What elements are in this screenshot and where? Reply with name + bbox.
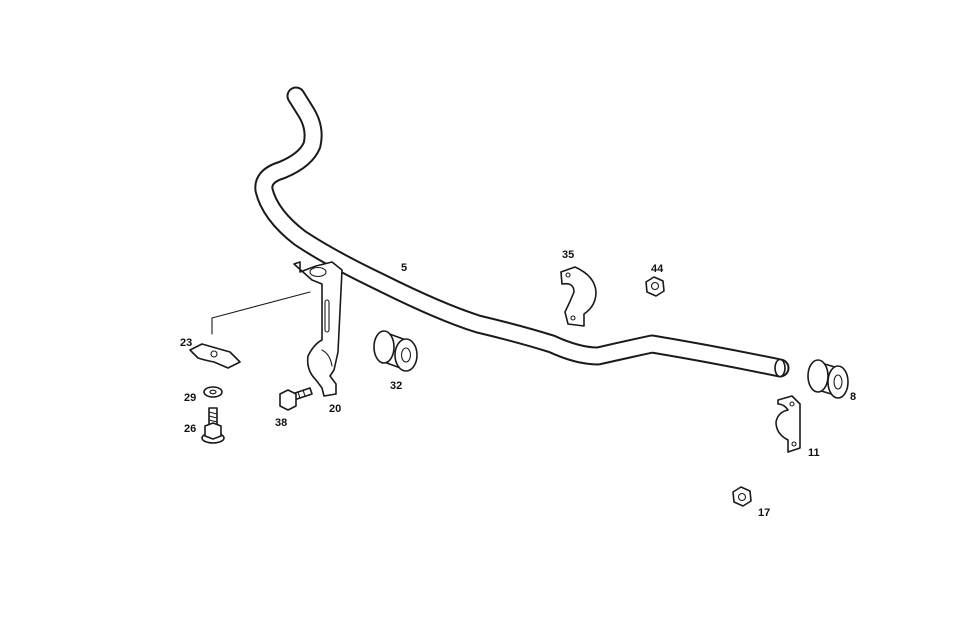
bushing-left [373, 330, 418, 372]
nut-top [645, 276, 665, 297]
hex-bolt [279, 387, 313, 411]
clamp-right [775, 395, 801, 453]
label-washer: 29 [184, 392, 196, 404]
flange-bolt [201, 407, 225, 444]
label-mount-bracket: 20 [329, 403, 341, 415]
label-nut-top: 44 [651, 263, 664, 275]
callouts: 5 35 44 23 29 26 38 20 32 8 11 17 [180, 249, 856, 519]
label-bracket-clip: 23 [180, 337, 192, 349]
bushing-right [807, 359, 849, 399]
label-flange-bolt: 26 [184, 423, 196, 435]
nut-bottom [732, 486, 752, 507]
label-bushing-right: 8 [850, 391, 856, 403]
label-clamp-top: 35 [562, 249, 574, 261]
clamp-top [560, 266, 597, 327]
stabilizer-bar [254, 86, 790, 378]
label-hex-bolt: 38 [275, 417, 287, 429]
label-clamp-right: 11 [808, 447, 820, 459]
mount-bracket [293, 261, 343, 397]
label-bar: 5 [401, 262, 407, 274]
washer [203, 386, 223, 398]
label-bushing-left: 32 [390, 380, 402, 392]
bracket-clip [189, 291, 311, 369]
label-nut-bottom: 17 [758, 507, 770, 519]
